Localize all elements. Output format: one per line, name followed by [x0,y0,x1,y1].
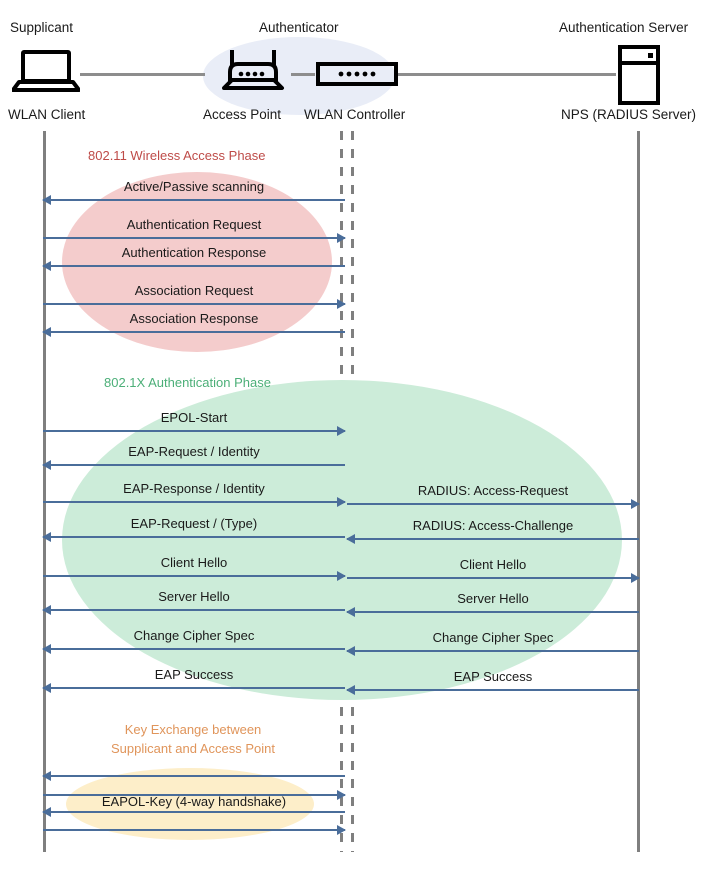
actor-role-authenticator: Authenticator [259,20,339,35]
message-label: EAPOL-Key (4-way handshake) [101,794,287,809]
lifeline-supplicant [43,131,46,852]
message-label: Authentication Response [121,245,267,260]
arrow-shaft [347,503,639,505]
arrow-shaft [347,689,639,691]
message-label: RADIUS: Access-Challenge [412,518,574,533]
arrowhead-left [42,460,51,470]
arrow-shaft [43,775,345,777]
message-label: Active/Passive scanning [123,179,265,194]
arrow-shaft [347,650,639,652]
message-label: Authentication Request [126,217,262,232]
arrowhead-right [337,426,346,436]
phase-label-key-exchange-line1: Key Exchange between [124,722,262,737]
arrowhead-left [42,605,51,615]
message-label: EAP-Request / Identity [128,444,260,459]
arrowhead-left [42,644,51,654]
arrow-shaft [347,577,639,579]
arrowhead-left [346,534,355,544]
arrow-shaft [43,575,345,577]
message-label: Association Response [129,311,259,326]
message-label: RADIUS: Access-Request [417,483,569,498]
arrow-shaft [43,648,345,650]
arrow-shaft [43,331,345,333]
arrow-shaft [43,237,345,239]
arrowhead-right [337,571,346,581]
wlan-controller-icon [316,62,398,91]
message-label: Association Request [134,283,254,298]
arrowhead-left [42,683,51,693]
arrowhead-left [346,646,355,656]
arrowhead-left [42,261,51,271]
actor-device-nps-radius-server: NPS (RADIUS Server) [561,107,697,122]
arrow-shaft [43,609,345,611]
message-label: Client Hello [459,557,527,572]
arrowhead-left [346,607,355,617]
laptop-icon [11,50,81,97]
phase-label-dot1x-authentication: 802.1X Authentication Phase [104,375,271,390]
message-label: Server Hello [158,589,230,604]
message-label: EAP-Request / (Type) [130,516,258,531]
arrowhead-left [42,195,51,205]
lifeline-authentication-server [637,131,640,852]
wire-client-to-ap [80,73,205,76]
phase-label-key-exchange: Key Exchange between Supplicant and Acce… [98,720,288,758]
arrowhead-right [337,497,346,507]
message-label: EAP Success [154,667,234,682]
message-label: Change Cipher Spec [133,628,255,643]
phase-ellipse-wireless-access [62,172,332,352]
arrow-shaft [43,464,345,466]
arrow-shaft [43,811,345,813]
arrow-shaft [43,303,345,305]
wire-controller-to-nps [397,73,616,76]
actor-device-wlan-client: WLAN Client [8,107,86,122]
arrow-shaft [43,199,345,201]
arrow-shaft [43,687,345,689]
phase-label-wireless-access: 802.11 Wireless Access Phase [88,148,266,163]
arrowhead-right [337,825,346,835]
message-label: Server Hello [457,591,529,606]
arrowhead-right [337,299,346,309]
phase-label-key-exchange-line2: Supplicant and Access Point [110,741,276,756]
actor-role-authentication-server: Authentication Server [559,20,689,35]
actor-role-supplicant: Supplicant [10,20,74,35]
authenticator-highlight-ellipse [203,37,395,115]
arrow-shaft [43,794,345,796]
access-point-icon [216,48,290,99]
server-icon [618,45,660,110]
arrowhead-left [42,807,51,817]
message-label: EPOL-Start [160,410,228,425]
arrow-shaft [43,829,345,831]
arrowhead-right [631,499,640,509]
arrow-shaft [43,430,345,432]
arrow-shaft [43,265,345,267]
message-label: Client Hello [160,555,228,570]
phase-ellipse-key-exchange [66,768,314,840]
arrow-shaft [347,611,639,613]
arrowhead-left [42,532,51,542]
actor-device-wlan-controller: WLAN Controller [304,107,406,122]
actor-device-access-point: Access Point [203,107,282,122]
arrow-shaft [43,501,345,503]
arrowhead-right [631,573,640,583]
arrowhead-right [337,233,346,243]
wire-ap-to-controller [291,73,315,76]
message-label: EAP Success [453,669,533,684]
message-label: EAP-Response / Identity [123,481,265,496]
arrowhead-right [337,790,346,800]
arrowhead-left [346,685,355,695]
arrowhead-left [42,327,51,337]
arrow-shaft [347,538,639,540]
arrow-shaft [43,536,345,538]
arrowhead-left [42,771,51,781]
message-label: Change Cipher Spec [432,630,554,645]
